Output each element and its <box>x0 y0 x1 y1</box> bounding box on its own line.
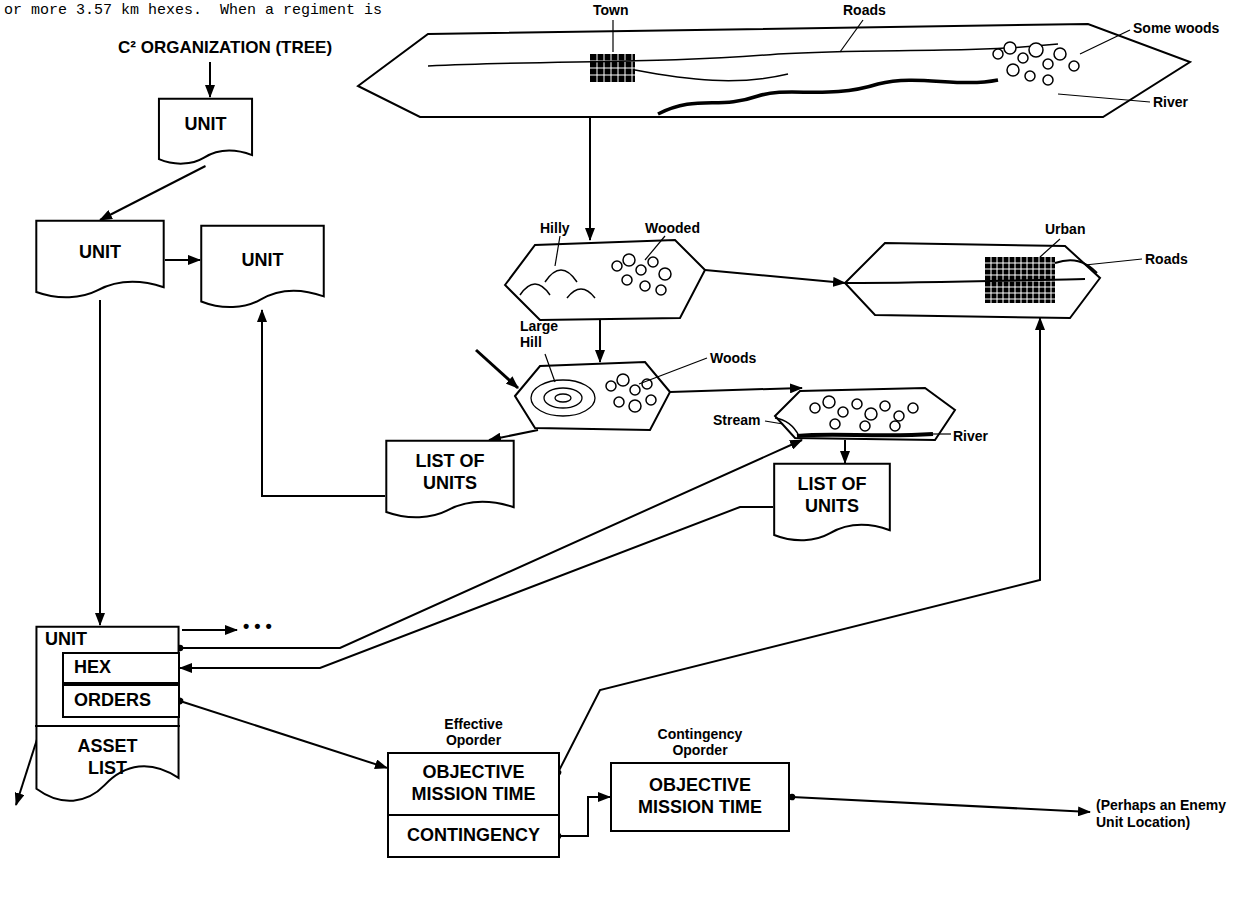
connector <box>670 388 802 392</box>
connector <box>262 310 385 496</box>
connector <box>844 440 846 463</box>
hex-label: Roads <box>1145 251 1188 267</box>
document-box: LIST OF UNITS <box>385 440 515 520</box>
box-label: UNIT <box>242 250 284 272</box>
box-label: UNIT <box>45 629 180 651</box>
connector <box>558 797 610 836</box>
hex-label: Stream <box>713 412 760 428</box>
arrow-line <box>209 62 211 97</box>
connector <box>180 440 802 648</box>
box-label: OBJECTIVE MISSION TIME <box>397 762 550 805</box>
arrow-line <box>792 797 1090 812</box>
field-box: HEX <box>62 652 180 684</box>
asset-box: ASSET LIST <box>35 725 180 807</box>
box-label: CONTINGENCY <box>407 825 540 847</box>
hex-outline <box>845 243 1100 318</box>
terrain-hex: Large HillWoods <box>515 362 670 430</box>
document-box: LIST OF UNITS <box>773 463 891 543</box>
heading-label: C² ORGANIZATION (TREE) <box>118 38 332 58</box>
hex-label: Woods <box>710 350 756 366</box>
arrow-line <box>476 350 518 388</box>
unit-record: UNIT HEX ORDERS ASSET LIST <box>35 625 180 807</box>
hex-label: River <box>1153 94 1188 110</box>
arrow-line <box>182 629 237 631</box>
box-label: ASSET LIST <box>63 736 152 779</box>
connector <box>705 270 845 283</box>
hex-outline <box>515 362 670 430</box>
terrain-hex: TownRoadsSome woodsRiver <box>358 24 1193 117</box>
document-box: UNIT <box>35 220 165 300</box>
hex-outline <box>775 388 955 440</box>
hex-label: Large Hill <box>520 318 570 350</box>
connector <box>165 259 200 261</box>
hex-outline <box>505 240 705 320</box>
box-label: LIST OF UNITS <box>393 451 507 494</box>
hex-outline <box>358 24 1193 117</box>
field-box: CONTINGENCY <box>389 816 558 856</box>
page-text: or more 3.57 km hexes. When a regiment i… <box>4 2 382 19</box>
box-label: ORDERS <box>74 690 151 712</box>
field-box: ORDERS <box>62 684 180 718</box>
hex-label: Urban <box>1045 221 1085 237</box>
ellipsis-mark: • • • <box>243 616 272 637</box>
connector <box>489 430 538 440</box>
box-label: LIST OF UNITS <box>781 474 883 517</box>
oporder-box: Contingency OporderOBJECTIVE MISSION TIM… <box>610 762 790 832</box>
box-label: UNIT <box>185 114 227 136</box>
box-label: HEX <box>74 657 111 679</box>
connector <box>180 701 387 768</box>
connector <box>99 300 101 625</box>
connector <box>100 166 206 220</box>
oporder-heading: Effective Oporder <box>429 716 518 748</box>
oporder-heading: Contingency Oporder <box>652 726 748 758</box>
connector <box>589 117 591 240</box>
oporder-box: Effective OporderOBJECTIVE MISSION TIMEC… <box>387 752 560 858</box>
connector <box>599 320 601 362</box>
terrain-hex: HillyWooded <box>505 240 705 320</box>
hex-label: Hilly <box>540 220 570 236</box>
hex-label: Some woods <box>1133 20 1219 36</box>
terrain-hex: UrbanRoads <box>845 243 1100 318</box>
note-label: (Perhaps an Enemy Unit Location) <box>1096 797 1234 831</box>
document-box: UNIT <box>200 225 325 310</box>
field-box: OBJECTIVE MISSION TIME <box>389 754 558 816</box>
terrain-hex: StreamRiver <box>775 388 955 440</box>
hex-label: Roads <box>843 2 886 18</box>
document-box: UNIT <box>158 98 253 166</box>
hex-label: River <box>953 428 988 444</box>
box-label: OBJECTIVE MISSION TIME <box>622 775 778 818</box>
hex-label: Wooded <box>645 220 700 236</box>
box-label: UNIT <box>79 242 121 264</box>
hex-label: Town <box>593 2 629 18</box>
